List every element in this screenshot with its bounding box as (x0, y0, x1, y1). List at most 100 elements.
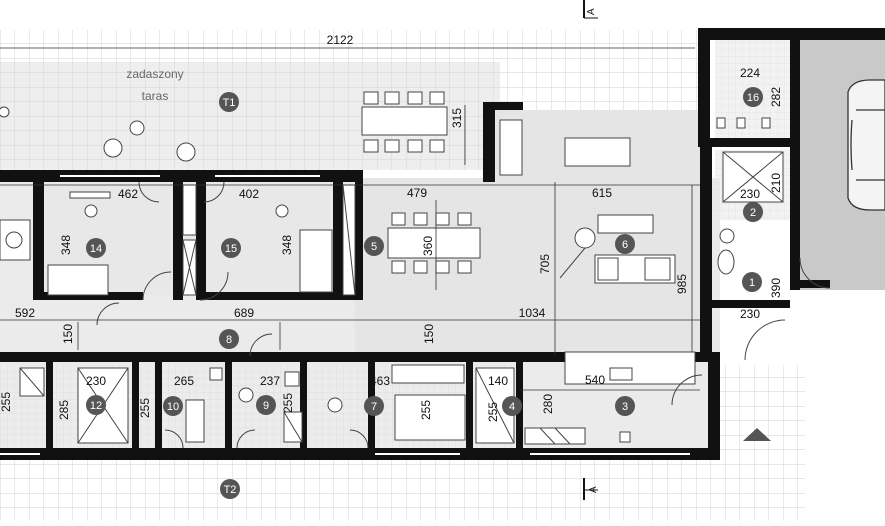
dim-room4-width: 140 (488, 374, 508, 388)
section-marker-top: A (583, 0, 598, 19)
windows (0, 175, 690, 455)
dim-room16-depth: 282 (769, 87, 783, 107)
bed-14 (47, 264, 109, 296)
room-badge-12-label: 12 (90, 400, 102, 412)
dim-dining-width: 479 (407, 186, 427, 200)
room-badge-8-label: 8 (226, 334, 232, 346)
room-badge-16: 16 (743, 87, 763, 107)
bedroom-furniture (0, 184, 356, 296)
dim-room10-depth: 255 (138, 398, 152, 418)
room-badge-14: 14 (86, 238, 106, 258)
room-badge-t2-label: T2 (224, 484, 237, 496)
terrace-table (361, 106, 448, 136)
dim-room9-depth: 255 (281, 393, 295, 413)
dim-room10-width: 265 (174, 374, 194, 388)
room-badge-3-label: 3 (622, 401, 628, 413)
room-badge-2-label: 2 (750, 207, 756, 219)
room-badge-10: 10 (163, 396, 183, 416)
dim-room7-width: 463 (370, 374, 390, 388)
bottom-terrace-grid (0, 455, 805, 521)
dim-left-bed-width: 592 (15, 306, 35, 320)
dining-table (387, 227, 481, 259)
dim-room1-depth: 390 (769, 278, 783, 298)
room-badge-2: 2 (743, 202, 763, 222)
right-interior-wall (700, 138, 712, 358)
dim-room2-width: 230 (740, 187, 760, 201)
dim-room7-depth: 255 (419, 400, 433, 420)
room-badge-1: 1 (742, 272, 762, 292)
room-badge-8: 8 (219, 329, 239, 349)
section-marker-bottom: A (583, 478, 599, 500)
dim-room12-width: 230 (86, 374, 106, 388)
dim-living-full-width: 1034 (519, 306, 546, 320)
walls (0, 28, 885, 460)
dim-room9-width: 237 (260, 374, 280, 388)
bottom-exterior-wall (0, 448, 720, 460)
room-badges: T1 16 2 1 14 15 5 6 (86, 87, 763, 499)
dim-overall-width: 2122 (327, 33, 354, 47)
dim-terrace-depth: 315 (450, 108, 464, 128)
bathtub-10 (185, 399, 205, 443)
living-furniture (499, 119, 696, 445)
room-badge-t1: T1 (219, 92, 239, 112)
room-badge-7-label: 7 (371, 401, 377, 413)
section-marker-bottom-label: A (588, 486, 599, 493)
room-badge-10-label: 10 (167, 401, 179, 413)
room-badge-9: 9 (256, 395, 276, 415)
terrace-furniture (0, 91, 448, 162)
dim-room12-depth: 285 (57, 400, 71, 420)
room-badge-4: 4 (502, 396, 522, 416)
garage-top-wall (698, 28, 885, 40)
room-badge-15-label: 15 (225, 243, 237, 255)
dim-living-diag: 705 (538, 254, 552, 274)
dim-room16-width: 224 (740, 66, 760, 80)
room-badge-9-label: 9 (263, 400, 269, 412)
bed-7 (394, 394, 466, 441)
room-badge-14-label: 14 (90, 243, 102, 255)
terrace-label: zadaszony taras (126, 67, 183, 103)
dim-room1-width: 230 (740, 307, 760, 321)
room-badge-16-label: 16 (747, 92, 759, 104)
dim-room14-width: 462 (118, 187, 138, 201)
dim-room3-depth: 280 (541, 394, 555, 414)
doors (96, 181, 831, 449)
entrance-arrow-icon (743, 428, 771, 441)
room-badge-t2: T2 (220, 479, 240, 499)
corridor-bottom-wall (0, 352, 720, 362)
section-marker-top-label: A (586, 8, 597, 15)
dim-left-edge-depth: 255 (0, 392, 13, 412)
kitchen-unit (499, 119, 523, 176)
dim-hall-height-left: 150 (61, 324, 75, 344)
terrace-label-line2: taras (142, 89, 169, 103)
dim-room15-width: 402 (239, 187, 259, 201)
bath-fixtures (19, 117, 784, 444)
room-badge-5: 5 (364, 236, 384, 256)
dim-hall-height-right: 150 (422, 324, 436, 344)
room-badge-4-label: 4 (509, 401, 515, 413)
room-badge-3: 3 (615, 396, 635, 416)
room-badge-1-label: 1 (749, 277, 755, 289)
room-badge-6-label: 6 (622, 239, 628, 251)
dim-room2-depth: 210 (769, 173, 783, 193)
dim-living-width: 615 (592, 186, 612, 200)
room-badge-15: 15 (221, 238, 241, 258)
bathtub-15 (299, 229, 333, 293)
lamp (574, 227, 596, 249)
sofa-top (564, 137, 631, 167)
terrace-label-line1: zadaszony (126, 67, 183, 81)
entrance-grid (710, 365, 805, 455)
dim-dining-depth: 360 (421, 236, 435, 256)
dim-room3-width: 540 (585, 373, 605, 387)
dim-room15-depth: 348 (280, 235, 294, 255)
room-badge-6: 6 (615, 234, 635, 254)
room-badge-5-label: 5 (371, 241, 377, 253)
kitchen-cabinets (524, 427, 586, 445)
car-icon (847, 79, 885, 211)
dim-room4-depth: 255 (486, 402, 500, 422)
dim-hall-width: 689 (234, 306, 254, 320)
room-badge-7: 7 (364, 396, 384, 416)
dim-room14-depth: 348 (59, 235, 73, 255)
tv-cabinet (597, 214, 654, 234)
